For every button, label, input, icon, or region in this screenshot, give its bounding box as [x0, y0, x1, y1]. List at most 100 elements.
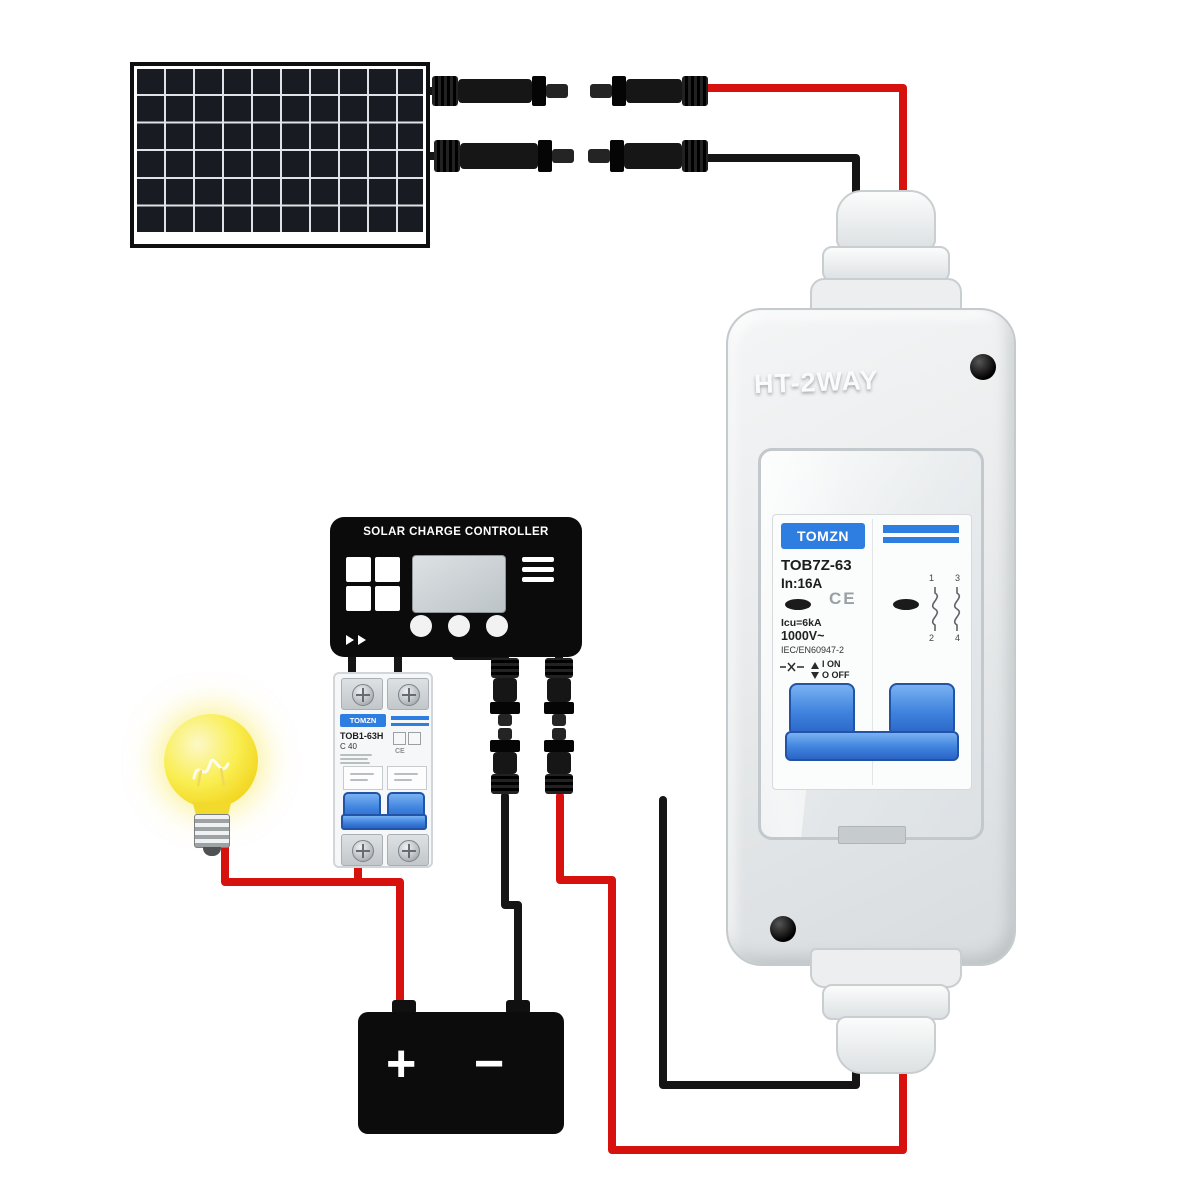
blue-stripe — [883, 525, 959, 533]
blue-stripe — [883, 537, 959, 543]
mc4-connector — [490, 728, 520, 794]
mc4-collar — [610, 140, 624, 172]
controller-key-icon — [375, 557, 400, 582]
mc4-body — [493, 752, 517, 774]
cable-gland-top-nut — [836, 190, 936, 250]
cable-gland-bottom-ring — [822, 984, 950, 1020]
terminal-number: 2 — [929, 633, 935, 643]
din-rail-clip — [838, 826, 906, 844]
wire-pv-positive-red — [696, 84, 907, 234]
mc4-tip — [552, 714, 566, 726]
controller-key-icon — [375, 586, 400, 611]
indicator-window — [387, 766, 427, 790]
fine-print-line — [340, 758, 368, 760]
mc4-connector — [432, 76, 568, 106]
battery-negative-label: − — [474, 1035, 505, 1093]
mc4-tip — [498, 714, 512, 726]
controller-key-icon — [346, 557, 371, 582]
terminal-screw-icon — [398, 684, 420, 706]
terminal-number: 1 — [929, 573, 935, 583]
brand-badge: TOMZN — [781, 523, 865, 549]
off-label: O OFF — [822, 670, 850, 680]
bulb-screw-base — [194, 814, 230, 848]
charge-controller: SOLAR CHARGE CONTROLLER — [330, 517, 582, 657]
breaker-terminal — [341, 834, 383, 866]
indicator-oval — [893, 599, 919, 610]
cable-gland-bottom-flange — [810, 948, 962, 988]
mc4-body — [493, 678, 517, 702]
indicator-oval — [785, 599, 811, 610]
mc4-tip — [552, 728, 566, 740]
breaker-toggle — [789, 683, 855, 737]
breaker-icu: Icu=6kA — [781, 617, 822, 629]
mc4-body — [547, 752, 571, 774]
mc4-ribs — [491, 774, 519, 794]
on-label: I ON — [822, 659, 841, 669]
battery-positive-label: + — [386, 1035, 417, 1093]
blue-stripe — [391, 723, 429, 726]
fine-print-line — [350, 773, 374, 775]
breaker-terminal — [387, 834, 429, 866]
menu-lines-icon — [522, 557, 554, 562]
wire-breaker-out-red — [556, 792, 907, 1154]
indicator-window — [343, 766, 383, 790]
enclosure-screw-icon — [770, 916, 796, 942]
breaker-enclosure: HT-2WAY TOMZN TOB7Z-63 In:16A CE Icu=6kA… — [726, 190, 1016, 1080]
mc4-ribs — [682, 76, 708, 106]
terminal-number: 4 — [955, 633, 961, 643]
terminal-screw-icon — [352, 840, 374, 862]
wire-bulb-battery-red — [221, 841, 404, 1024]
down-arrow-icon — [811, 672, 819, 679]
mc4-body — [547, 678, 571, 702]
mc4-collar — [544, 702, 574, 714]
light-bulb — [164, 714, 258, 808]
bulb-filament-icon — [192, 758, 230, 787]
terminal-number: 3 — [955, 573, 961, 583]
mc4-body — [624, 143, 682, 169]
cert-mark-icon — [393, 732, 406, 745]
fine-print-line — [350, 779, 368, 781]
enclosure-model-label: HT-2WAY — [753, 364, 880, 400]
mc4-ribs — [434, 140, 460, 172]
controller-button — [410, 615, 432, 637]
mc4-connector — [490, 658, 520, 726]
breaker-standard: IEC/EN60947-2 — [781, 645, 845, 655]
mc4-collar — [612, 76, 626, 106]
battery-terminal-positive — [392, 1000, 416, 1014]
fine-print-line — [340, 762, 370, 764]
mc4-tip — [498, 728, 512, 740]
up-arrow-icon — [811, 662, 819, 669]
bulb-contact-tip — [203, 847, 221, 856]
enclosure-screw-icon — [970, 354, 996, 380]
bulb-neck — [192, 802, 232, 816]
mc4-tip — [546, 84, 568, 98]
breaker-model: TOB7Z-63 — [781, 557, 852, 574]
breaker-model: TOB1-63H — [340, 731, 384, 741]
battery: + − — [358, 1012, 564, 1134]
contact-diagram-icon — [931, 587, 961, 631]
dc-breaker: TOMZN TOB1-63H C 40 CE — [333, 672, 433, 868]
solar-panel — [130, 62, 430, 248]
mc4-collar — [490, 702, 520, 714]
mc4-body — [460, 143, 538, 169]
ce-mark: CE — [829, 589, 857, 608]
controller-key-icon — [346, 586, 371, 611]
breaker-toggle — [889, 683, 955, 737]
mc4-tip — [552, 149, 574, 163]
mc4-connector — [544, 658, 574, 726]
cable-gland-top-ring — [822, 246, 950, 282]
mc4-collar — [490, 740, 520, 752]
breaker-terminal — [387, 678, 429, 710]
indicator-arrow-icon — [346, 635, 354, 645]
mc4-ribs — [432, 76, 458, 106]
mc4-tip — [590, 84, 612, 98]
fine-print-line — [394, 779, 412, 781]
terminal-screw-icon — [352, 684, 374, 706]
cert-mark-icon — [408, 732, 421, 745]
menu-lines-icon — [522, 567, 554, 572]
mc4-connector — [544, 728, 574, 794]
solar-panel-cells — [137, 69, 423, 232]
battery-terminal-negative — [506, 1000, 530, 1014]
mc4-collar — [532, 76, 546, 106]
